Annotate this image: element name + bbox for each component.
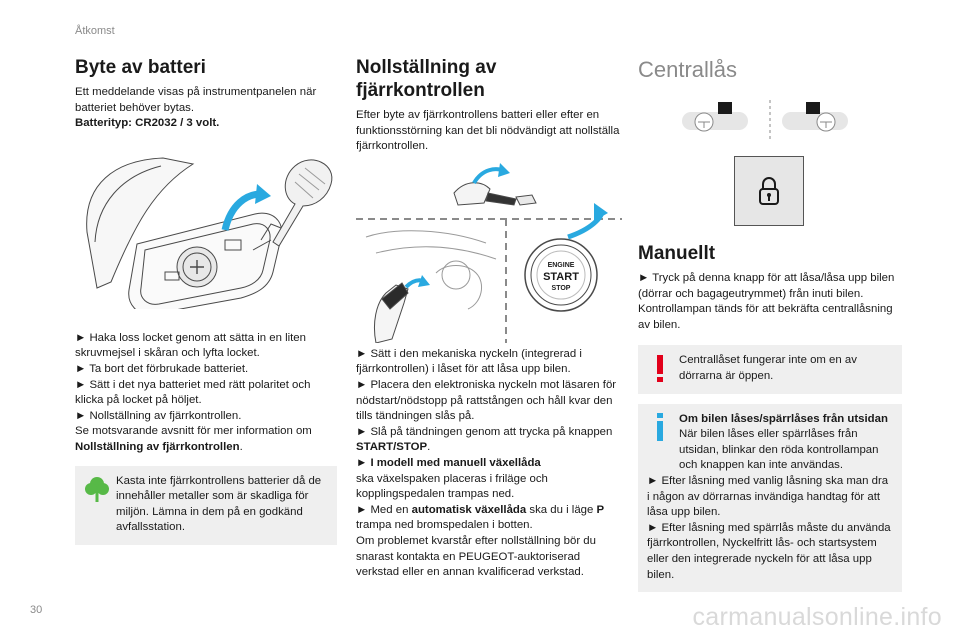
eco-tree-icon — [85, 476, 109, 502]
engine-button-line3: STOP — [552, 285, 571, 292]
watermark: carmanualsonline.info — [692, 603, 942, 631]
column-battery: Byte av batteri Ett meddelande visas på … — [75, 56, 337, 545]
auto-mid: ska du i läge — [526, 503, 597, 516]
reset-step: ► Placera den elektroniska nyckeln mot l… — [356, 378, 617, 423]
auto-p: P — [596, 503, 605, 516]
see-link[interactable]: Nollställning av fjärrkontrollen — [75, 440, 240, 453]
reset-step3-pre: ► Slå på tändningen genom att trycka på … — [356, 425, 613, 438]
reset-step: ► Sätt i den mekaniska nyckeln (integrer… — [356, 347, 582, 376]
see-end: . — [239, 440, 243, 453]
reset-step3-end: . — [427, 441, 431, 454]
battery-step: ► Nollställning av fjärrkontrollen. — [75, 409, 242, 422]
info-heading: Om bilen låses/spärrlåses från utsidan — [679, 412, 888, 425]
battery-replacement-illustration — [86, 157, 333, 309]
warning-text: Centrallåset fungerar inte om en av dörr… — [679, 354, 857, 382]
reset-illustration: ENGINE START STOP — [356, 162, 622, 343]
see-text: Se motsvarande avsnitt för mer informati… — [75, 425, 312, 438]
battery-title: Byte av batteri — [75, 57, 206, 78]
battery-type: Batterityp: CR2032 / 3 volt. — [75, 117, 220, 130]
reset-intro: Efter byte av fjärrkontrollens batteri e… — [356, 109, 620, 153]
lhd-rhd-illustration — [682, 100, 848, 140]
central-lock-title: Centrallås — [638, 57, 738, 82]
exclamation-warning-icon — [657, 355, 663, 383]
battery-step: ► Haka loss locket genom att sätta in en… — [75, 331, 306, 360]
battery-step: ► Sätt i det nya batteriet med rätt pola… — [75, 378, 311, 407]
manual-step: ► Tryck på denna knapp för att låsa/låsa… — [638, 272, 895, 300]
page-number: 30 — [30, 604, 43, 616]
auto-end: trampa ned bromspedalen i botten. — [356, 519, 533, 532]
reset-step3-bold: START/STOP — [356, 441, 428, 454]
eco-note-text: Kasta inte fjärrkontrollens batterier då… — [116, 474, 322, 534]
engine-button-line1: ENGINE — [548, 262, 575, 269]
eco-note: Kasta inte fjärrkontrollens batterier då… — [75, 465, 337, 545]
battery-intro: Ett meddelande visas på instrumentpanele… — [75, 86, 317, 114]
column-central-locking: Centrallås Manuellt ► Tryck på denna kna… — [638, 56, 902, 593]
lock-button-icon-box[interactable] — [734, 156, 804, 226]
warning-note: Centrallåset fungerar inte om en av dörr… — [638, 345, 902, 394]
manual-gearbox-heading: ► I modell med manuell växellåda — [356, 456, 541, 469]
padlock-icon — [759, 177, 779, 205]
info-step: ► Efter låsning med vanlig låsning ska m… — [647, 474, 889, 519]
reset-title: Nollställning av fjärrkontrollen — [356, 57, 497, 101]
manual-step-b: Kontrollampan tänds för att bekräfta cen… — [638, 303, 893, 331]
manual-gearbox-text: ska växelspaken placeras i friläge och k… — [356, 472, 548, 501]
info-note: Om bilen låses/spärrlåses från utsidan N… — [638, 403, 902, 593]
battery-step: ► Ta bort det förbrukade batteriet. — [75, 362, 249, 375]
info-icon — [657, 412, 663, 441]
info-text: När bilen låses eller spärrlåses från ut… — [679, 428, 879, 472]
auto-pre: ► Med en — [356, 503, 412, 516]
engine-button-line2: START — [543, 271, 579, 283]
reset-closing: Om problemet kvarstår efter nollställnin… — [356, 534, 596, 579]
auto-bold: automatisk växellåda — [411, 503, 527, 516]
section-header: Åtkomst — [75, 25, 115, 37]
info-step: ► Efter låsning med spärrlås måste du an… — [647, 521, 891, 581]
manual-title: Manuellt — [638, 243, 716, 264]
column-remote-reset: Nollställning av fjärrkontrollen Efter b… — [356, 56, 622, 581]
